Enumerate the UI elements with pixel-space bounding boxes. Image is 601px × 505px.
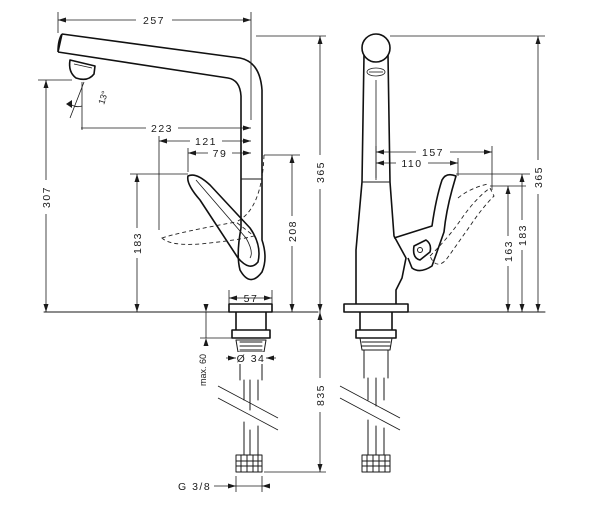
arrow-183-t	[134, 174, 140, 182]
dim-110: 110	[401, 158, 422, 170]
arrow-183-b	[134, 304, 140, 312]
dim-307: 307	[41, 186, 53, 208]
dim-835: 835	[315, 384, 327, 406]
arrow-208-t	[289, 155, 295, 163]
spout-head	[361, 33, 391, 63]
arrow-208-b	[289, 304, 295, 312]
arrow-angle	[66, 100, 72, 108]
front-lever-inner	[412, 239, 432, 261]
angle-line-2	[69, 81, 85, 119]
mount-shank	[231, 312, 271, 339]
dim-57: 57	[244, 293, 259, 305]
front-hose-fitting	[361, 454, 391, 473]
arrow-79-l	[188, 150, 196, 156]
arrow-max60-t	[203, 304, 209, 312]
arrow-110-l	[376, 160, 384, 166]
dim-365-front: 365	[533, 166, 545, 188]
arrow-dia34-l	[228, 355, 236, 361]
arrow-g38-r	[262, 483, 270, 489]
lever-swing-arc	[235, 154, 265, 223]
break-mark-1	[217, 385, 279, 419]
arrow-835-t	[317, 312, 323, 320]
lever-inner	[195, 179, 252, 259]
arrow-365f-t	[535, 36, 541, 44]
dim-183: 183	[132, 232, 144, 254]
arrow-163-t	[505, 186, 511, 194]
arrow-79-r	[243, 150, 251, 156]
arrow-835-b	[317, 464, 323, 472]
front-thread	[359, 337, 393, 351]
front-lever-alt2	[457, 183, 489, 199]
arrow-163-b	[505, 304, 511, 312]
dim-183-front: 183	[517, 224, 529, 246]
front-body	[355, 54, 407, 304]
hose-fitting-left	[235, 454, 263, 473]
faucet-body	[237, 178, 266, 281]
dim-121: 121	[195, 136, 217, 148]
dim-79: 79	[213, 148, 228, 160]
side-view: 257 223 121 79 13° 307	[38, 12, 328, 493]
front-base-plate	[343, 303, 409, 313]
arrow-257-l	[58, 17, 66, 23]
lever-handle	[186, 174, 260, 267]
arrow-307-t	[43, 80, 49, 88]
arrow-57-l	[229, 295, 237, 301]
arrow-g38-l	[228, 483, 236, 489]
aerator	[68, 59, 96, 81]
front-view: 157 110 163 183 365	[339, 33, 546, 473]
arrow-157-r	[484, 149, 492, 155]
dim-13deg: 13°	[96, 89, 110, 105]
dim-g38: G 3/8	[178, 481, 211, 493]
dim-208: 208	[287, 220, 299, 242]
front-mount	[355, 312, 397, 339]
lever-alt-position	[161, 221, 255, 245]
arrow-183f-t	[519, 174, 525, 182]
dim-157: 157	[422, 147, 444, 159]
front-break-1	[339, 385, 401, 419]
arrow-365-t	[317, 36, 323, 44]
base-plate	[228, 303, 273, 313]
arrow-365-b	[317, 304, 323, 312]
arrow-121-r	[243, 138, 251, 144]
arrow-57-r	[264, 295, 272, 301]
arrow-223-r	[243, 125, 251, 131]
dim-223: 223	[151, 123, 173, 135]
front-lever-pivot	[417, 247, 423, 253]
spout-aerator-front	[366, 67, 386, 77]
front-break-2	[339, 397, 401, 431]
arrow-257-r	[243, 17, 251, 23]
front-lever	[393, 173, 457, 272]
arrow-183f-b	[519, 304, 525, 312]
break-mark-2	[217, 397, 279, 431]
dim-163: 163	[503, 240, 515, 262]
spout-arm	[57, 33, 263, 178]
front-lever-alt	[429, 187, 495, 265]
arrow-110-r	[450, 160, 458, 166]
dim-max60: max. 60	[198, 354, 208, 386]
dim-365: 365	[315, 161, 327, 183]
aerator-ring	[73, 63, 93, 69]
dim-dia34: Ø 34	[237, 353, 266, 365]
arrow-307-b	[43, 304, 49, 312]
dim-257: 257	[143, 15, 165, 27]
arrow-121-l	[159, 138, 167, 144]
arrow-max60-b	[203, 338, 209, 346]
arrow-157-l	[376, 149, 384, 155]
arrow-dia34-r	[266, 355, 274, 361]
arrow-365f-b	[535, 304, 541, 312]
thread-nut	[235, 339, 267, 353]
spout-tip	[57, 33, 63, 53]
